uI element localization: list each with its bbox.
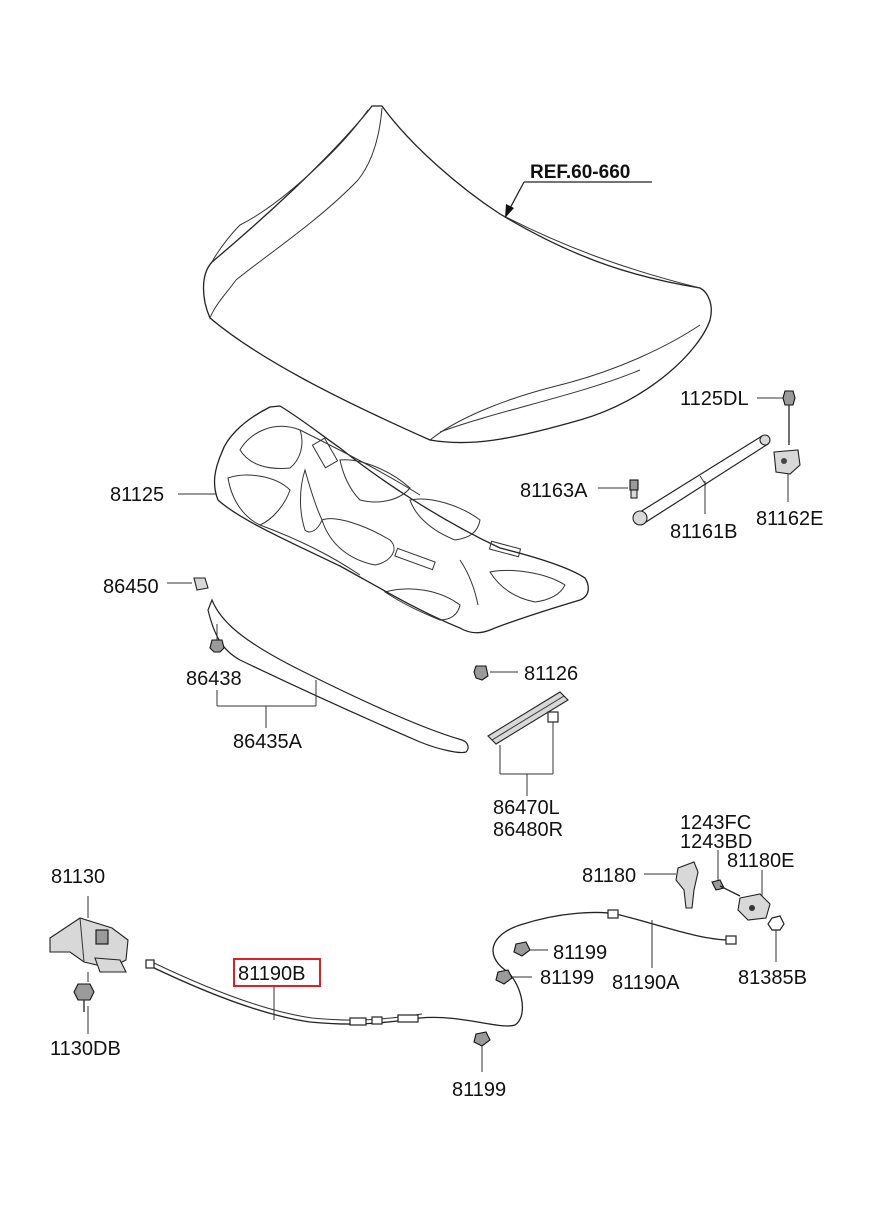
release-cable xyxy=(145,909,737,1027)
hood-latch xyxy=(49,896,129,1034)
label-81190B: 81190B xyxy=(238,963,305,985)
label-81180E: 81180E xyxy=(727,850,794,872)
hood-seal-strip xyxy=(167,577,518,754)
label-1243FC: 1243FC xyxy=(680,812,751,834)
label-81125: 81125 xyxy=(110,484,164,506)
label-81126: 81126 xyxy=(524,663,578,685)
highlight-box xyxy=(233,958,321,987)
cable-clips xyxy=(473,941,548,1072)
label-81385B: 81385B xyxy=(738,967,807,989)
hood-lift-strut xyxy=(598,390,801,526)
label-81199-middle: 81199 xyxy=(540,967,594,989)
reference-callout: REF.60-660 xyxy=(505,162,652,218)
label-86450: 86450 xyxy=(103,576,159,598)
hood-inner-panel xyxy=(213,405,589,634)
label-81199-upper: 81199 xyxy=(553,942,607,964)
label-86470L: 86470L xyxy=(493,797,560,819)
label-86438: 86438 xyxy=(186,668,242,690)
label-81180: 81180 xyxy=(582,865,636,887)
part-labels: 1125DL 81125 81163A 81161B 81162E 86450 … xyxy=(50,388,823,1101)
label-81163A: 81163A xyxy=(520,480,588,502)
label-81190A: 81190A xyxy=(612,972,680,994)
label-1130DB: 1130DB xyxy=(50,1038,121,1060)
side-seal xyxy=(487,691,569,796)
label-81130: 81130 xyxy=(51,866,105,888)
label-86480R: 86480R xyxy=(493,819,563,841)
reference-label: REF.60-660 xyxy=(530,162,630,183)
label-81199-lower: 81199 xyxy=(452,1079,506,1101)
label-1243BD: 1243BD xyxy=(680,831,752,853)
label-1125DL: 1125DL xyxy=(680,388,749,410)
release-handle xyxy=(644,850,785,962)
hood-panel xyxy=(202,105,712,444)
label-81161B: 81161B xyxy=(670,521,737,543)
label-81162E: 81162E xyxy=(756,508,823,530)
label-86435A: 86435A xyxy=(233,731,303,753)
